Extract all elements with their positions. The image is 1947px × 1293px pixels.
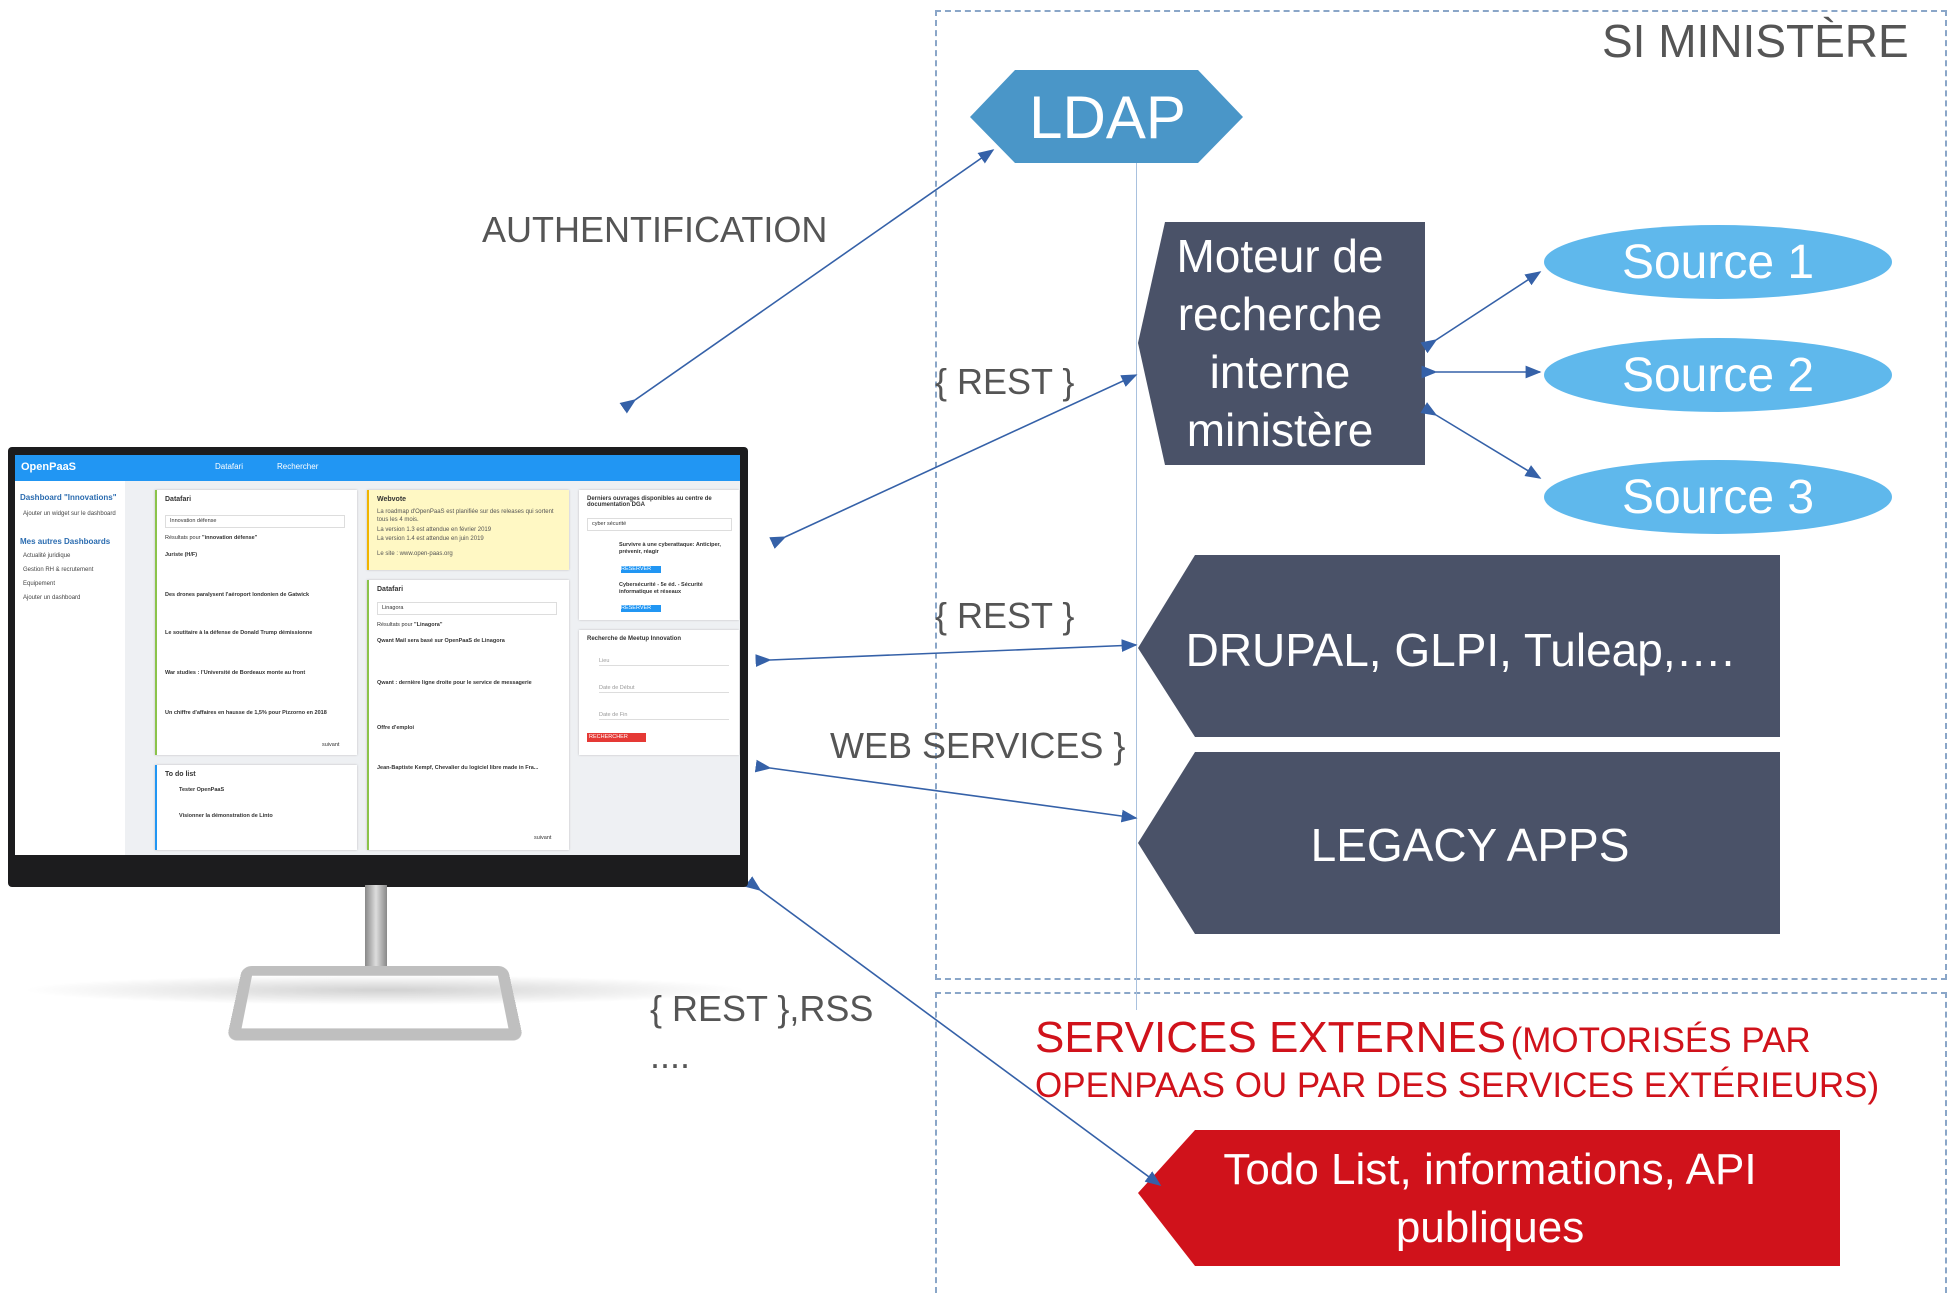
webservices-label: WEB SERVICES }: [830, 725, 1126, 766]
moteur-line-2: recherche: [1177, 288, 1383, 340]
sidebar-item-3[interactable]: Ajouter un dashboard: [23, 595, 81, 601]
arrow-source3: [1420, 402, 1542, 479]
legacy-node-shape: [1138, 752, 1780, 934]
source2-node: Source 2: [1621, 348, 1815, 402]
meetup-search-button[interactable]: RECHERCHER: [587, 733, 646, 742]
moteur-line-3: interne: [1209, 346, 1351, 398]
datafari-card-2-title: Datafari: [377, 586, 404, 593]
arrow-webservices: [754, 759, 1138, 823]
meetup-field[interactable]: Date de Début: [599, 685, 729, 693]
moteur-node: Moteur de recherche interne ministère: [1150, 228, 1410, 458]
auth-label: AUTHENTIFICATION: [482, 209, 828, 250]
source3-node: Source 3: [1621, 470, 1815, 524]
sidebar: Dashboard "Innovations" Ajouter un widge…: [15, 481, 125, 855]
arrow-rest-moteur: [769, 374, 1138, 549]
book-item[interactable]: Cybersécurité - 5e éd. - Sécurité inform…: [619, 582, 703, 595]
datafari-card-1-result[interactable]: Juriste (H/F): [165, 552, 198, 558]
arrow-rest-drupal: [755, 639, 1138, 667]
webvote-card-title: Webvote: [377, 496, 407, 503]
todo-line-2: publiques: [1395, 1203, 1585, 1252]
services-externes-sub1: (MOTORISÉS PAR: [1510, 1021, 1811, 1060]
webvote-line: La version 1.3 est attendue en février 2…: [377, 527, 492, 533]
todo-item[interactable]: Tester OpenPaaS: [179, 787, 225, 793]
legacy-node: LEGACY APPS: [1310, 819, 1630, 871]
datafari-card-1: Datafari Innovation défense Résultats po…: [155, 490, 357, 755]
webvote-line: La version 1.4 est attendue en juin 2019: [377, 536, 484, 542]
datafari-card-1-result[interactable]: Un chiffre d'affaires en hausse de 1,5% …: [165, 710, 327, 716]
sidebar-item-1[interactable]: Gestion RH & recrutement: [23, 567, 94, 573]
arrow-auth: [619, 149, 995, 414]
datafari-card-2-results-label: Résultats pour "Linagora": [377, 622, 443, 628]
ldap-node-shape: [970, 70, 1243, 163]
datafari-card-2: Datafari Linagora Résultats pour "Linago…: [367, 580, 569, 850]
datafari-card-1-title: Datafari: [165, 496, 192, 503]
meetup-field[interactable]: Lieu: [599, 658, 729, 666]
todo-line-1: Todo List, informations, API: [1223, 1145, 1757, 1194]
monitor-base: [226, 965, 524, 1041]
datafari-card-1-next[interactable]: suivant: [322, 742, 340, 748]
todo-node-shape: [1138, 1130, 1840, 1266]
datafari-card-2-result[interactable]: Offre d'emploi: [377, 725, 415, 731]
datafari-card-2-query[interactable]: Linagora: [377, 602, 557, 615]
drupal-node-shape: [1138, 555, 1780, 737]
sidebar-title[interactable]: Dashboard "Innovations": [20, 493, 117, 502]
webvote-line: La roadmap d'OpenPaaS est planifiée sur …: [377, 509, 554, 523]
datafari-card-1-results-label: Résultats pour "innovation défense": [165, 535, 258, 541]
sidebar-my-dashboards[interactable]: Mes autres Dashboards: [20, 537, 111, 546]
todo-node: Todo List, informations, API publiques: [1170, 1138, 1810, 1260]
datafari-card-2-result[interactable]: Qwant Mail sera basé sur OpenPaaS de Lin…: [377, 638, 505, 644]
datafari-card-2-result[interactable]: Qwant : dernière ligne droite pour le se…: [377, 680, 532, 686]
datafari-card-1-query[interactable]: Innovation défense: [165, 515, 345, 528]
arrow-source1: [1420, 271, 1542, 354]
books-card-query[interactable]: cyber sécurité: [587, 518, 732, 531]
breadcrumb[interactable]: Datafari: [215, 462, 244, 471]
moteur-node-shape: [1138, 222, 1425, 465]
todo-card-title: To do list: [165, 771, 196, 778]
sidebar-add-widget[interactable]: Ajouter un widget sur le dashboard: [23, 511, 116, 517]
meetup-field[interactable]: Date de Fin: [599, 712, 729, 720]
source1-node: Source 1: [1621, 235, 1815, 289]
datafari-card-1-result[interactable]: War studies : l'Université de Bordeaux m…: [165, 670, 306, 676]
meetup-card-title: Recherche de Meetup Innovation: [587, 636, 682, 642]
dots-label: ....: [650, 1035, 691, 1076]
book-reserve-button[interactable]: RESERVER: [621, 605, 661, 612]
books-card-title: Derniers ouvrages disponibles au centre …: [587, 496, 712, 508]
ldap-node: LDAP: [1029, 84, 1186, 151]
sidebar-item-0[interactable]: Actualité juridique: [23, 553, 71, 559]
meetup-card: Recherche de Meetup Innovation Lieu Date…: [579, 630, 739, 755]
todo-item[interactable]: Visionner la démonstration de Linto: [179, 813, 273, 819]
rest-label-1: { REST }: [935, 361, 1075, 402]
datafari-card-2-next[interactable]: suivant: [534, 835, 552, 841]
rest-rss-label: { REST },RSS: [650, 988, 874, 1029]
moteur-line-4: ministère: [1186, 404, 1374, 456]
source3-shape: [1544, 460, 1892, 534]
source2-shape: [1544, 338, 1892, 412]
source1-shape: [1544, 225, 1892, 299]
monitor-screen: OpenPaaS Datafari Rechercher Dashboard "…: [15, 455, 740, 855]
moteur-line-1: Moteur de: [1176, 230, 1384, 282]
rest-label-2: { REST }: [935, 595, 1075, 636]
book-reserve-button[interactable]: RESERVER: [621, 566, 661, 573]
datafari-card-1-result[interactable]: Des drones paralysent l'aéroport londoni…: [165, 592, 310, 598]
app-topbar: OpenPaaS Datafari Rechercher: [15, 455, 740, 481]
datafari-card-1-result[interactable]: Le soutitaire à la défense de Donald Tru…: [165, 630, 313, 636]
monitor-shadow: [20, 975, 750, 1005]
book-item[interactable]: Survivre à une cyberattaque: Anticiper, …: [619, 542, 721, 555]
todo-card: To do list Tester OpenPaaS Visionner la …: [155, 765, 357, 850]
monitor-neck: [365, 885, 387, 975]
vertical-guide-line: [1136, 160, 1137, 1010]
webvote-card: Webvote La roadmap d'OpenPaaS est planif…: [367, 490, 569, 570]
search-input[interactable]: Rechercher: [277, 462, 319, 471]
drupal-node: DRUPAL, GLPI, Tuleap,….: [1185, 624, 1735, 676]
books-card: Derniers ouvrages disponibles au centre …: [579, 490, 739, 620]
webvote-line[interactable]: Le site : www.open-paas.org: [377, 551, 453, 557]
sidebar-item-2[interactable]: Equipement: [23, 581, 56, 587]
arrow-rss: [744, 876, 1162, 1186]
si-ministere-label: SI MINISTÈRE: [1602, 15, 1909, 67]
openpaas-logo[interactable]: OpenPaaS: [21, 461, 77, 473]
datafari-card-2-result[interactable]: Jean-Baptiste Kempf, Chevalier du logici…: [377, 765, 539, 771]
services-externes-sub2: OPENPAAS OU PAR DES SERVICES EXTÉRIEURS): [1035, 1066, 1880, 1105]
